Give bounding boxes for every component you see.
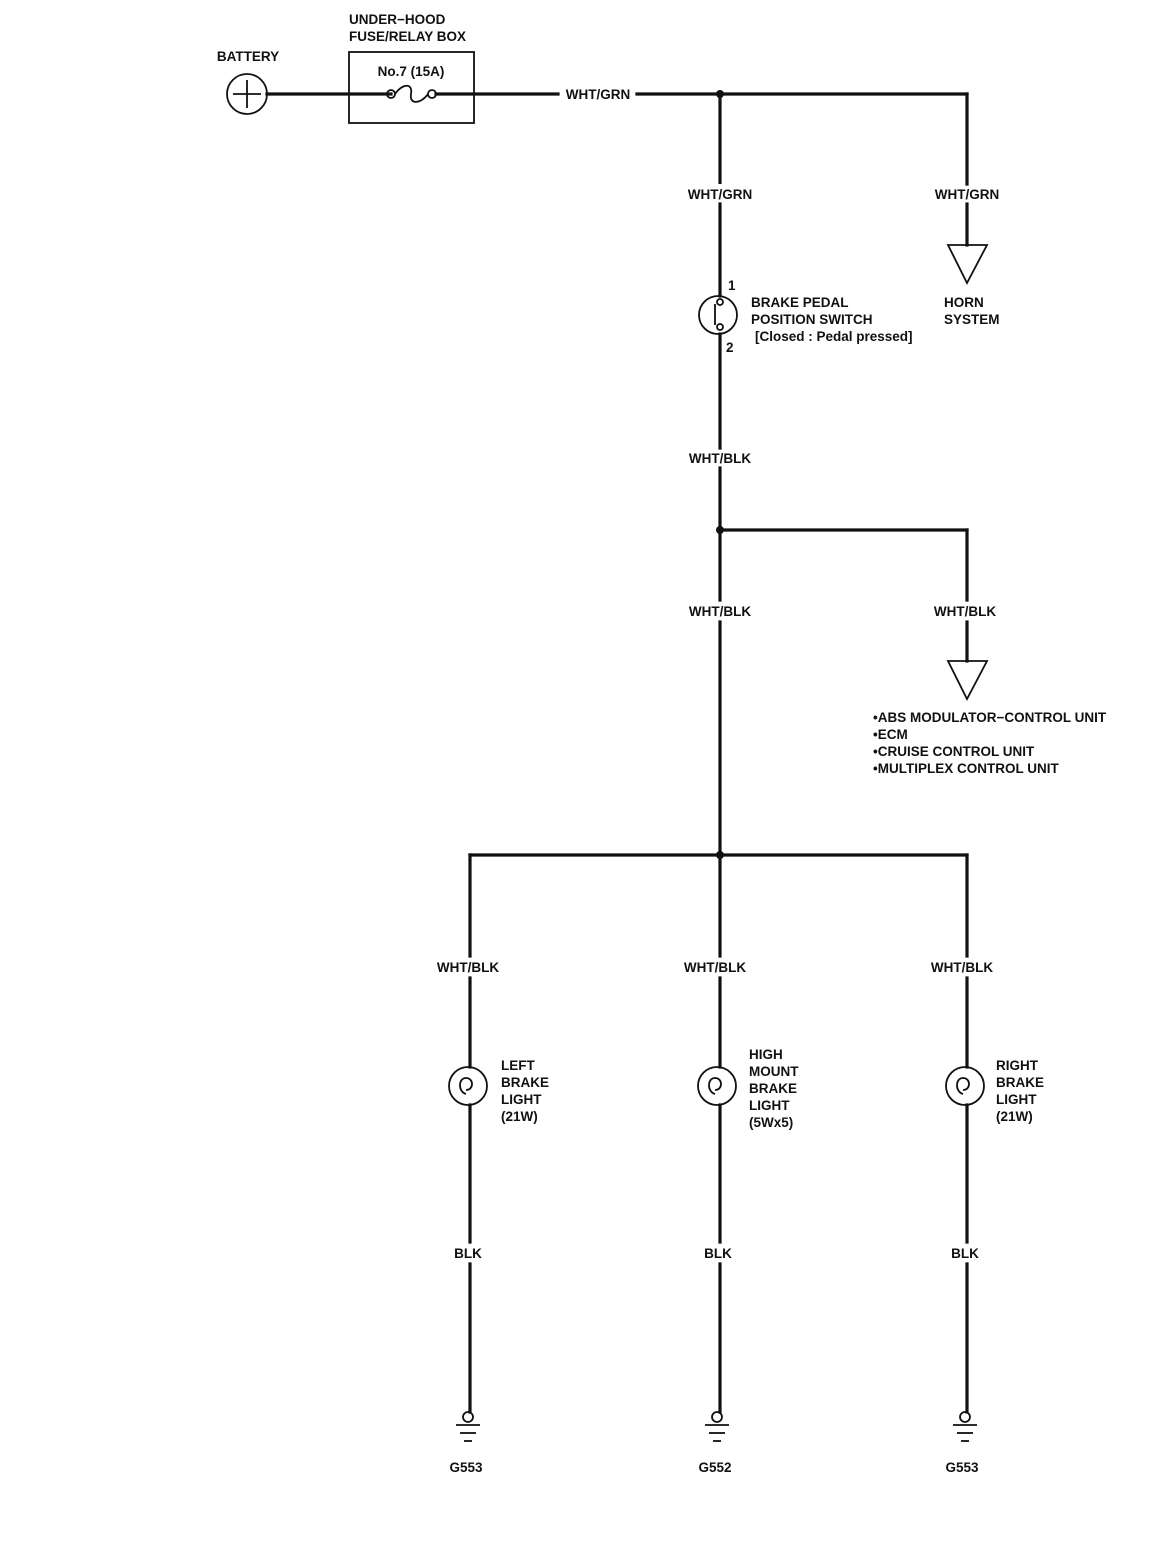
right-brake-light-bulb-icon xyxy=(945,1066,985,1106)
switch-pin2: 2 xyxy=(726,340,734,355)
module-item-abs: •ABS MODULATOR−CONTROL UNIT xyxy=(873,710,1107,725)
wire-label-to-switch: WHT/GRN xyxy=(688,187,753,202)
switch-pin1: 1 xyxy=(728,278,736,293)
module-item-cruise: •CRUISE CONTROL UNIT xyxy=(873,744,1035,759)
left-light-line3: LIGHT xyxy=(501,1092,542,1107)
right-ground-icon xyxy=(953,1411,977,1442)
center-ground-icon xyxy=(705,1411,729,1442)
wire-label-to-horn: WHT/GRN xyxy=(935,187,1000,202)
right-light-line1: RIGHT xyxy=(996,1058,1039,1073)
fuse-icon xyxy=(386,84,437,103)
module-item-multiplex: •MULTIPLEX CONTROL UNIT xyxy=(873,761,1059,776)
battery-label: BATTERY xyxy=(217,49,279,64)
left-brake-light-bulb-icon xyxy=(448,1066,488,1106)
center-ground-label: G552 xyxy=(698,1460,731,1475)
module-item-ecm: •ECM xyxy=(873,727,908,742)
left-light-line4: (21W) xyxy=(501,1109,538,1124)
fuse-box-title-line1: UNDER−HOOD xyxy=(349,12,446,27)
horn-label-line2: SYSTEM xyxy=(944,312,1000,327)
fuse-box xyxy=(348,51,475,124)
left-ground-icon xyxy=(456,1411,480,1442)
left-ground-label: G553 xyxy=(449,1460,483,1475)
left-light-line1: LEFT xyxy=(501,1058,535,1073)
fuse-label: No.7 (15A) xyxy=(378,64,445,79)
wire-label-right-light: WHT/BLK xyxy=(931,960,993,975)
right-light-line2: BRAKE xyxy=(996,1075,1044,1090)
wire-label-top: WHT/GRN xyxy=(566,87,631,102)
wire-label-to-modules: WHT/BLK xyxy=(934,604,996,619)
center-light-line2: MOUNT xyxy=(749,1064,799,1079)
wire-label-left-ground: BLK xyxy=(454,1246,482,1261)
high-mount-brake-light-bulb-icon xyxy=(697,1066,737,1106)
left-light-line2: BRAKE xyxy=(501,1075,549,1090)
horn-label-line1: HORN xyxy=(944,295,984,310)
battery-icon xyxy=(226,73,268,115)
center-light-line4: LIGHT xyxy=(749,1098,790,1113)
right-ground-label: G553 xyxy=(945,1460,979,1475)
brake-switch-label-line3: [Closed : Pedal pressed] xyxy=(755,329,913,344)
wire-label-right-ground: BLK xyxy=(951,1246,979,1261)
wire-label-left-light: WHT/BLK xyxy=(437,960,499,975)
brake-switch-label-line2: POSITION SWITCH xyxy=(751,312,873,327)
wire-label-from-switch: WHT/BLK xyxy=(689,451,751,466)
right-light-line3: LIGHT xyxy=(996,1092,1037,1107)
right-light-line4: (21W) xyxy=(996,1109,1033,1124)
modules-connector-icon xyxy=(946,660,989,701)
center-light-line3: BRAKE xyxy=(749,1081,797,1096)
wire-label-center-light: WHT/BLK xyxy=(684,960,746,975)
brake-switch-icon xyxy=(698,295,738,335)
center-light-line1: HIGH xyxy=(749,1047,783,1062)
brake-switch-label-line1: BRAKE PEDAL xyxy=(751,295,849,310)
horn-connector-icon xyxy=(946,244,989,285)
wire-label-main-down: WHT/BLK xyxy=(689,604,751,619)
center-light-line5: (5Wx5) xyxy=(749,1115,793,1130)
fuse-box-title-line2: FUSE/RELAY BOX xyxy=(349,29,466,44)
wire-label-center-ground: BLK xyxy=(704,1246,732,1261)
